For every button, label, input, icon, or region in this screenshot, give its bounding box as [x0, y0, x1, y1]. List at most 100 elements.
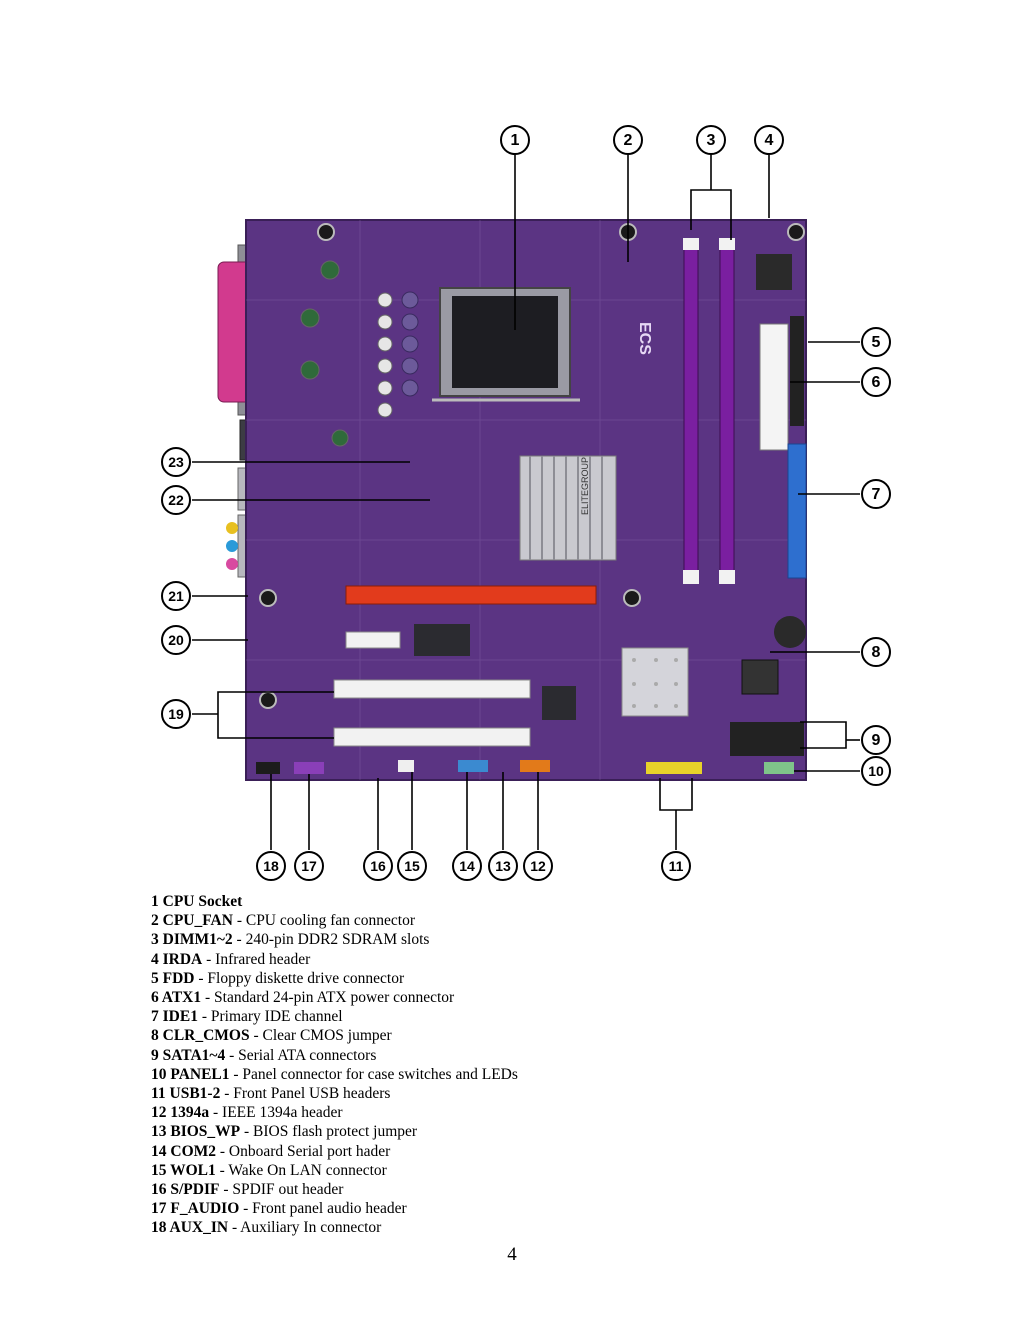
legend-item: 17 F_AUDIO - Front panel audio header: [151, 1199, 518, 1218]
bios-chip: [756, 254, 792, 290]
callout-number: 6: [872, 374, 881, 391]
callout-18: 18: [256, 851, 286, 881]
legend-item: 18 AUX_IN - Auxiliary In connector: [151, 1218, 518, 1237]
atx-power-connector: [759, 323, 789, 451]
legend-description: - Onboard Serial port hader: [216, 1142, 391, 1160]
callout-15: 15: [397, 851, 427, 881]
legend-description: - Panel connector for case switches and …: [229, 1065, 518, 1083]
callout-8: 8: [861, 637, 891, 667]
board-logo: ECS: [636, 322, 653, 355]
legend-term: 16 S/PDIF: [151, 1181, 220, 1199]
callout-number: 7: [872, 486, 881, 503]
callout-3: 3: [696, 125, 726, 155]
legend-item: 3 DIMM1~2 - 240-pin DDR2 SDRAM slots: [151, 930, 518, 949]
legend-item: 8 CLR_CMOS - Clear CMOS jumper: [151, 1026, 518, 1045]
cpu-socket: [432, 287, 580, 402]
northbridge-heatsink: ELITEGROUP: [519, 455, 617, 561]
plcc-chip: [741, 659, 779, 695]
callout-11: 11: [661, 851, 691, 881]
callout-number: 8: [872, 644, 881, 661]
legend-description: - Serial ATA connectors: [225, 1046, 377, 1064]
callout-number: 10: [868, 763, 884, 779]
legend-term: 9 SATA1~4: [151, 1046, 226, 1064]
legend-item: 4 IRDA - Infrared header: [151, 950, 518, 969]
legend-term: 15 WOL1: [151, 1161, 216, 1179]
legend-description: - Wake On LAN connector: [215, 1161, 387, 1179]
ide-connector: [787, 443, 807, 579]
legend-description: - Front panel audio header: [239, 1200, 407, 1218]
legend-description: - Standard 24-pin ATX power connector: [201, 989, 455, 1007]
chipset-label: ELITEGROUP: [580, 457, 590, 515]
legend-description: - Auxiliary In connector: [228, 1219, 382, 1237]
callout-number: 22: [168, 492, 184, 508]
wol-connector: [398, 760, 414, 772]
legend-item: 14 COM2 - Onboard Serial port hader: [151, 1142, 518, 1161]
motherboard-diagram: ECS ELITEGROUP: [161, 125, 891, 881]
callout-number: 1: [511, 132, 520, 149]
legend-item: 6 ATX1 - Standard 24-pin ATX power conne…: [151, 988, 518, 1007]
callout-number: 15: [404, 858, 420, 874]
panel-header: [764, 762, 794, 774]
callout-6: 6: [861, 367, 891, 397]
pcie-x16-slot: [345, 585, 597, 605]
legend-item: 13 BIOS_WP - BIOS flash protect jumper: [151, 1122, 518, 1141]
legend-term: 11 USB1-2: [151, 1085, 221, 1103]
callout-number: 2: [624, 132, 633, 149]
legend-term: 4 IRDA: [151, 950, 203, 968]
legend-term: 18 AUX_IN: [151, 1219, 229, 1237]
io-controller-chip: [414, 624, 470, 656]
legend-term: 12 1394a: [151, 1104, 210, 1122]
legend-term: 3 DIMM1~2: [151, 931, 233, 949]
legend-term: 13 BIOS_WP: [151, 1123, 241, 1141]
callout-number: 19: [168, 706, 184, 722]
callout-9: 9: [861, 725, 891, 755]
callout-23: 23: [161, 447, 191, 477]
legend-term: 14 COM2: [151, 1142, 217, 1160]
callout-20: 20: [161, 625, 191, 655]
callout-21: 21: [161, 581, 191, 611]
pci-slot-1: [333, 679, 531, 699]
legend-description: - Floppy diskette drive connector: [194, 969, 405, 987]
callout-number: 21: [168, 588, 184, 604]
legend-description: - Clear CMOS jumper: [249, 1027, 392, 1045]
legend-description: - 240-pin DDR2 SDRAM slots: [232, 931, 430, 949]
callout-4: 4: [754, 125, 784, 155]
front-audio-header: [294, 762, 324, 774]
legend-term: 10 PANEL1: [151, 1065, 230, 1083]
pcie-x1-slot: [345, 631, 401, 649]
callout-number: 11: [669, 858, 684, 874]
legend-item: 15 WOL1 - Wake On LAN connector: [151, 1161, 518, 1180]
legend-description: - SPDIF out header: [219, 1181, 344, 1199]
vrm-capacitors: [300, 260, 393, 447]
cmos-battery: [774, 616, 806, 648]
legend-description: - Infrared header: [202, 950, 311, 968]
legend-item: 16 S/PDIF - SPDIF out header: [151, 1180, 518, 1199]
legend-term: 17 F_AUDIO: [151, 1200, 240, 1218]
callout-number: 3: [707, 132, 716, 149]
callout-number: 18: [263, 858, 279, 874]
aux-in-connector: [256, 762, 280, 774]
legend-description: - Front Panel USB headers: [220, 1085, 391, 1103]
com2-header: [458, 760, 488, 772]
legend-description: - Primary IDE channel: [197, 1008, 343, 1026]
legend-item: 12 1394a - IEEE 1394a header: [151, 1103, 518, 1122]
legend-item: 2 CPU_FAN - CPU cooling fan connector: [151, 911, 518, 930]
callout-1: 1: [500, 125, 530, 155]
callout-14: 14: [452, 851, 482, 881]
callout-number: 12: [530, 858, 546, 874]
callout-number: 4: [765, 132, 774, 149]
pci-slot-2: [333, 727, 531, 747]
legend-description: - IEEE 1394a header: [209, 1104, 343, 1122]
callout-number: 14: [459, 858, 475, 874]
callout-16: 16: [363, 851, 393, 881]
legend-item: 5 FDD - Floppy diskette drive connector: [151, 969, 518, 988]
callout-19: 19: [161, 699, 191, 729]
callout-7: 7: [861, 479, 891, 509]
legend-item: 7 IDE1 - Primary IDE channel: [151, 1007, 518, 1026]
callout-number: 16: [370, 858, 386, 874]
callout-2: 2: [613, 125, 643, 155]
legend-item: 11 USB1-2 - Front Panel USB headers: [151, 1084, 518, 1103]
fdd-connector: [790, 316, 804, 426]
